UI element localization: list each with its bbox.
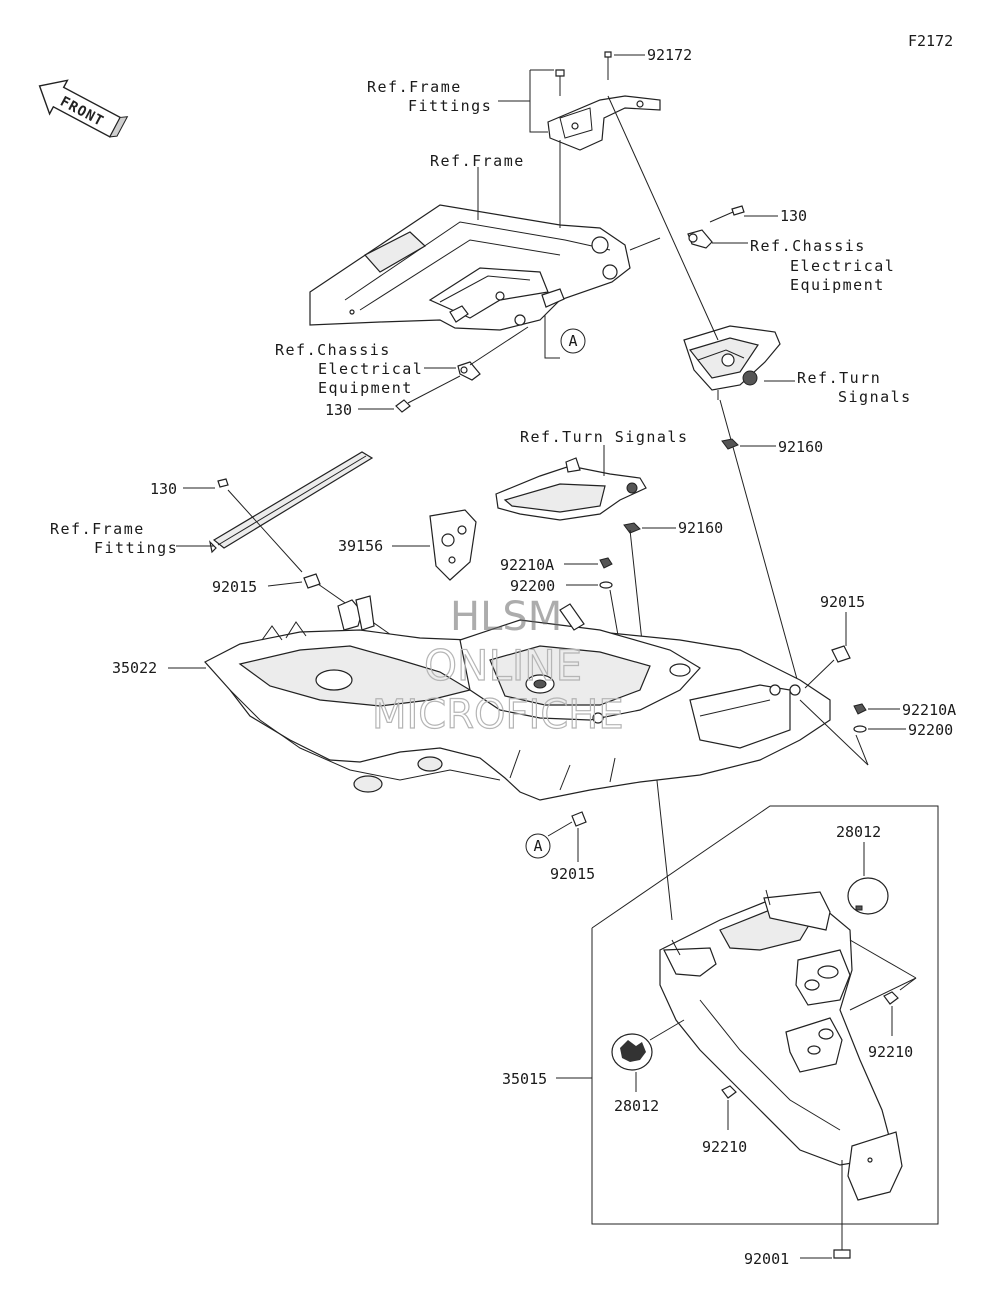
frame-fittings-strip xyxy=(209,451,374,573)
marker-a-top xyxy=(560,328,586,354)
label-ref-frame: Ref.Frame xyxy=(430,152,525,170)
bolt-92001 xyxy=(833,1228,851,1259)
leader-frame-fittings-top xyxy=(498,100,548,133)
bushing-92015-right xyxy=(831,645,851,663)
watermark-line1: HLSM xyxy=(450,594,562,640)
part-130-right: 130 xyxy=(780,207,807,225)
rear-fender-35015 xyxy=(659,891,903,1201)
part-35022: 35022 xyxy=(112,659,157,677)
part-28012-left: 28012 xyxy=(614,1097,659,1115)
frame-fittings-bracket xyxy=(547,51,661,151)
part-130-left: 130 xyxy=(150,480,177,498)
part-92210-center: 92210 xyxy=(702,1138,747,1156)
washer-92200-center xyxy=(599,581,613,589)
part-92160-right: 92160 xyxy=(778,438,823,456)
bushing-92015-bottom xyxy=(571,811,587,827)
nut-92210a-center xyxy=(599,557,613,569)
label-ref-turn-signals-center: Ref.Turn Signals xyxy=(520,428,689,446)
label-ref-chassis-right-2: Electrical xyxy=(790,257,895,275)
assembly-box-35015 xyxy=(591,805,939,1225)
part-92015-left: 92015 xyxy=(212,578,257,596)
marker-a-bottom xyxy=(525,833,551,859)
part-39156: 39156 xyxy=(338,537,383,555)
watermark: HLSM ONLINE MICROFICHE xyxy=(371,594,624,739)
label-ref-turn-signals-right-2: Signals xyxy=(838,388,912,406)
turn-signal-center xyxy=(495,457,647,521)
marker-a-bottom-text: A xyxy=(533,837,542,855)
rear-frame xyxy=(309,204,631,331)
label-ref-chassis-left-2: Electrical xyxy=(318,360,423,378)
part-92172: 92172 xyxy=(647,46,692,64)
part-28012-right: 28012 xyxy=(836,823,881,841)
label-ref-chassis-left-3: Equipment xyxy=(318,379,413,397)
bracket-39156 xyxy=(429,509,477,581)
nut-92210-right xyxy=(883,991,899,1005)
part-92001: 92001 xyxy=(744,1250,789,1268)
label-ref-chassis-right-3: Equipment xyxy=(790,276,885,294)
label-ref-frame-fittings-top-1: Ref.Frame xyxy=(367,78,462,96)
watermark-line3: MICROFICHE xyxy=(372,692,624,738)
part-35015: 35015 xyxy=(502,1070,547,1088)
part-92210a-center: 92210A xyxy=(500,556,554,574)
turn-signal-right xyxy=(683,325,781,400)
wire-clip-right xyxy=(687,205,745,249)
part-92200-right: 92200 xyxy=(908,721,953,739)
part-130-left-upper: 130 xyxy=(325,401,352,419)
nut-92210a-right xyxy=(853,703,867,715)
cap-28012-left xyxy=(611,1033,653,1071)
part-92160-center: 92160 xyxy=(678,519,723,537)
watermark-line2: ONLINE xyxy=(424,641,582,690)
label-ref-chassis-right-1: Ref.Chassis xyxy=(750,237,866,255)
part-92210-right: 92210 xyxy=(868,1043,913,1061)
part-92015-right: 92015 xyxy=(820,593,865,611)
washer-92200-right xyxy=(853,725,867,733)
cap-28012-right xyxy=(847,877,889,915)
leader-marker-a-top xyxy=(544,315,560,359)
grommet-92160-center xyxy=(623,522,641,534)
label-ref-chassis-left-1: Ref.Chassis xyxy=(275,341,391,359)
label-ref-frame-fittings-top-2: Fittings xyxy=(408,97,492,115)
bushing-92015-left xyxy=(303,573,321,589)
figure-code: F2172 xyxy=(908,32,953,50)
part-92210a-right: 92210A xyxy=(902,701,956,719)
label-ref-turn-signals-right-1: Ref.Turn xyxy=(797,369,881,387)
part-92200-center: 92200 xyxy=(510,577,555,595)
leader-bracket-to-signal xyxy=(607,95,719,341)
grommet-92160-right xyxy=(721,438,739,450)
nut-92210-center xyxy=(721,1085,737,1099)
rear-undertray-35022 xyxy=(204,595,831,801)
wire-clip-left xyxy=(395,326,529,413)
part-92015-bottom: 92015 xyxy=(550,865,595,883)
marker-a-top-text: A xyxy=(568,332,577,350)
label-ref-frame-fittings-left-1: Ref.Frame xyxy=(50,520,145,538)
label-ref-frame-fittings-left-2: Fittings xyxy=(94,539,178,557)
front-arrow-icon: FRONT xyxy=(38,79,129,138)
